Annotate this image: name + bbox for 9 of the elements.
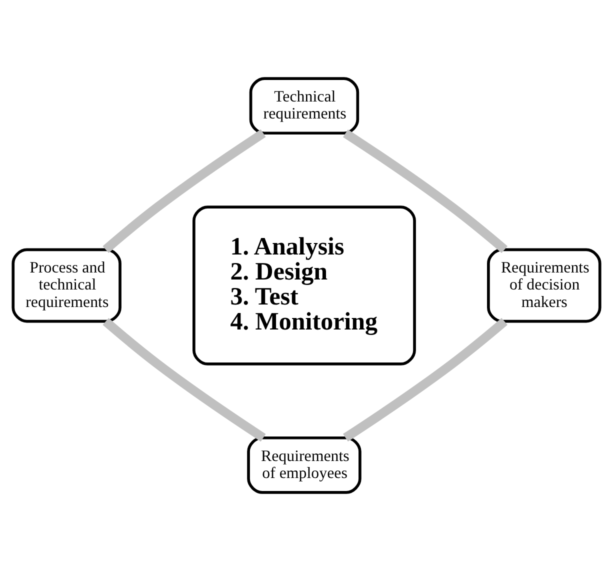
node-box: Requirements of employees: [247, 436, 362, 494]
connector: [343, 129, 508, 254]
connector: [343, 318, 508, 442]
connector: [102, 129, 266, 253]
node-box: Process and technical requirements: [12, 248, 122, 323]
node-box: Requirements of decision makers: [487, 248, 602, 323]
connector: [102, 318, 266, 442]
node-box: 1. Analysis 2. Design 3. Test 4. Monitoring: [192, 206, 416, 366]
node-box: Technical requirements: [249, 77, 360, 135]
